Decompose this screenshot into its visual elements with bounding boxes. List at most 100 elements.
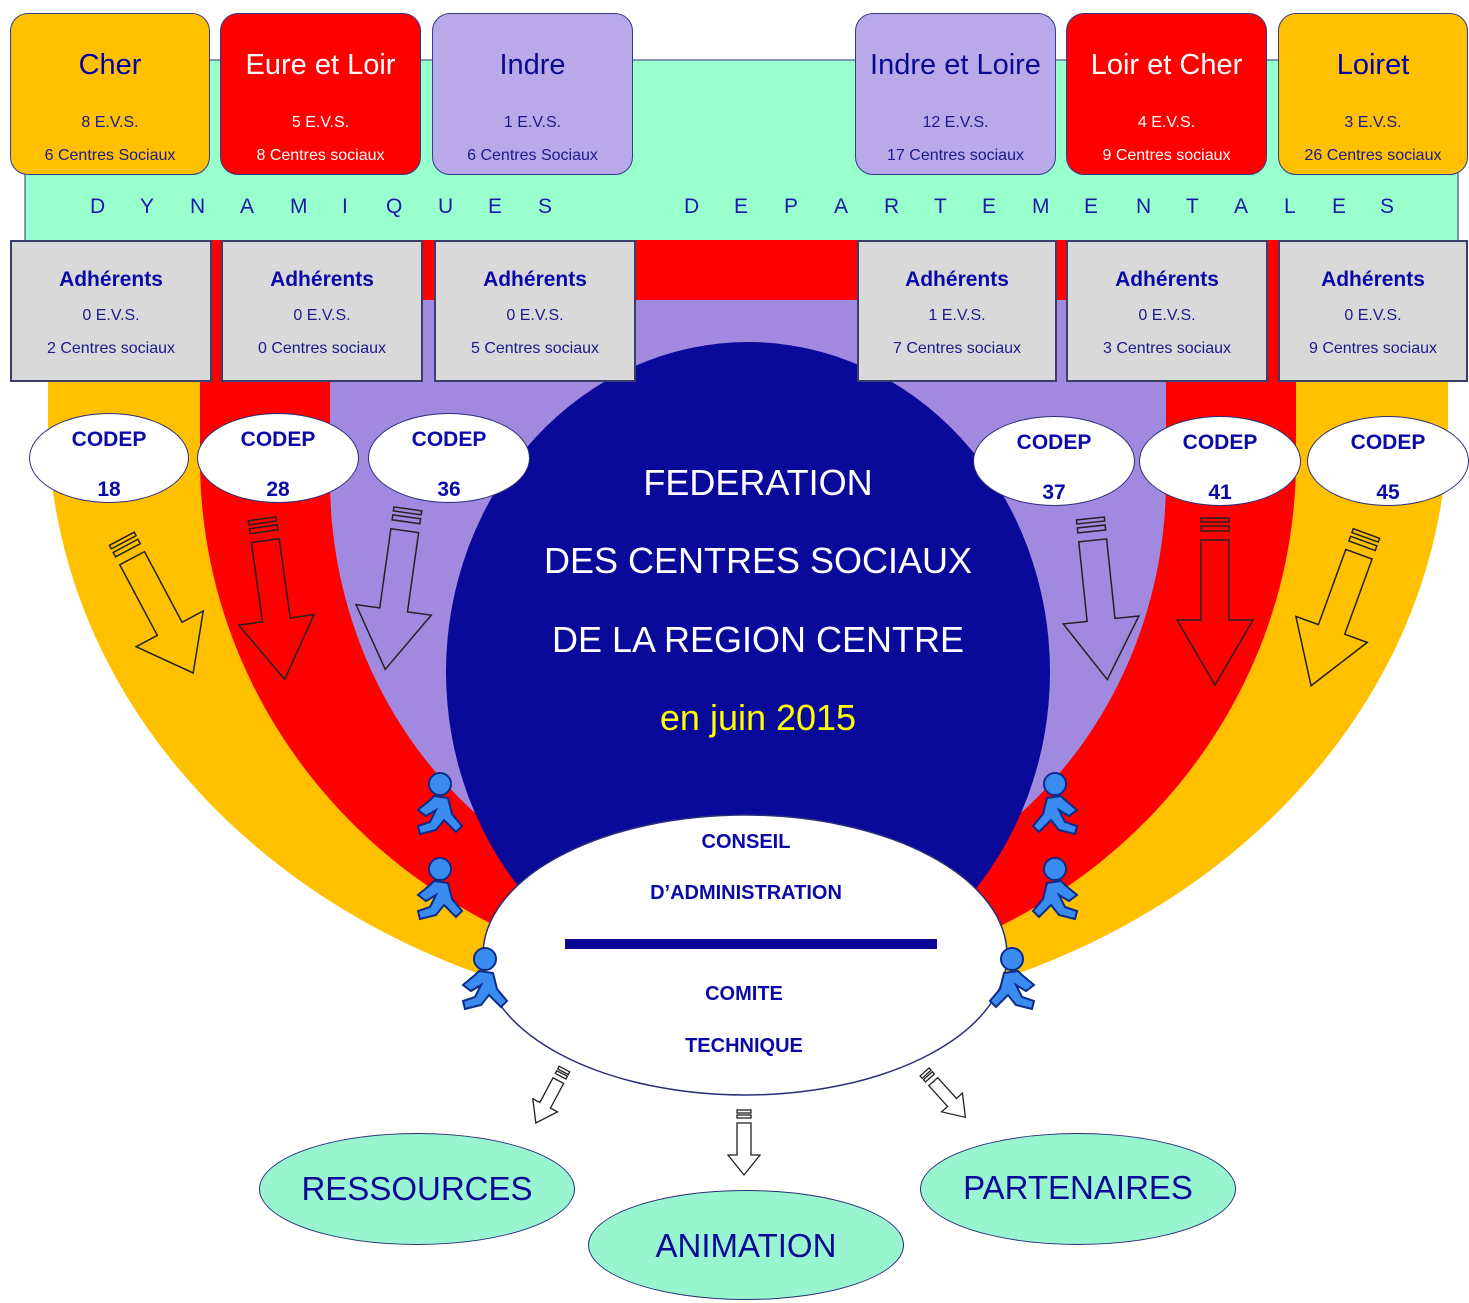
dept-name: Cher [78, 49, 142, 81]
dept-loiret: Loiret 3 E.V.S. 26 Centres sociaux [1278, 13, 1468, 175]
dept-name: Loir et Cher [1090, 49, 1243, 81]
dept-cher: Cher 8 E.V.S. 6 Centres Sociaux [10, 13, 210, 175]
dept-name: Loiret [1336, 49, 1410, 81]
band-letter: R [884, 195, 900, 218]
band-letter: T [1186, 195, 1199, 218]
codep-number: 28 [266, 478, 290, 501]
federation-circle [446, 342, 1050, 1002]
band-letter: T [934, 195, 947, 218]
codep-45: CODEP 45 [1307, 416, 1469, 506]
arrow-37 [1061, 516, 1141, 682]
adherents-title: Adhérents [1321, 268, 1425, 291]
arrow-28 [237, 516, 316, 681]
adherents-title: Adhérents [59, 268, 163, 291]
adherents-box-37: Adhérents 1 E.V.S. 7 Centres sociaux [857, 240, 1057, 382]
band-letter: E [734, 195, 749, 218]
codep-37: CODEP 37 [973, 416, 1135, 506]
band-letter: S [538, 195, 553, 218]
band-letter: Q [386, 195, 403, 218]
adherents-evs: 0 E.V.S. [82, 307, 140, 324]
band-letter: L [1284, 195, 1296, 218]
board-separator [565, 939, 937, 949]
adherents-box-28: Adhérents 0 E.V.S. 0 Centres sociaux [221, 240, 423, 382]
band-letter: E [1084, 195, 1099, 218]
adherents-centres: 9 Centres sociaux [1308, 340, 1438, 357]
dept-evs: 8 E.V.S. [81, 114, 139, 131]
arrow-36 [354, 506, 433, 671]
animation-ellipse: ANIMATION [588, 1190, 904, 1300]
dept-loir-et-cher: Loir et Cher 4 E.V.S. 9 Centres sociaux [1066, 13, 1267, 175]
band-letter: M [290, 195, 308, 218]
dept-evs: 12 E.V.S. [922, 114, 989, 131]
adherents-centres: 0 Centres sociaux [257, 340, 387, 357]
adherents-centres: 5 Centres sociaux [470, 340, 600, 357]
dept-name: Indre et Loire [870, 49, 1041, 81]
adherents-box-41: Adhérents 0 E.V.S. 3 Centres sociaux [1066, 240, 1268, 382]
board-conseil: CONSEIL [701, 831, 791, 853]
adherents-title: Adhérents [483, 268, 587, 291]
codep-number: 41 [1208, 481, 1232, 504]
federation-title-line2: DES CENTRES SOCIAUX [543, 540, 973, 581]
band-letter: A [834, 195, 849, 218]
arrow-animation [726, 1109, 762, 1177]
adherents-centres: 3 Centres sociaux [1102, 340, 1232, 357]
band-letter: E [1332, 195, 1347, 218]
adherents-centres: 2 Centres sociaux [46, 340, 176, 357]
board-technique: TECHNIQUE [685, 1035, 803, 1057]
partenaires-ellipse: PARTENAIRES [920, 1133, 1236, 1245]
codep-label: CODEP [71, 428, 147, 451]
arrow-41 [1175, 517, 1255, 687]
band-letter: D [684, 195, 700, 218]
band-letter: S [1380, 195, 1395, 218]
arrow-45 [1294, 527, 1381, 688]
band-letter: U [438, 195, 454, 218]
codep-label: CODEP [411, 428, 487, 451]
dept-indre: Indre 1 E.V.S. 6 Centres Sociaux [432, 13, 633, 175]
adherents-title: Adhérents [270, 268, 374, 291]
board-comite: COMITE [705, 983, 783, 1005]
dept-centres: 9 Centres sociaux [1102, 147, 1231, 164]
dept-centres: 17 Centres sociaux [887, 147, 1024, 164]
band-letter: I [342, 195, 348, 218]
codep-36: CODEP 36 [368, 413, 530, 503]
board-administration: D’ADMINISTRATION [650, 882, 842, 904]
federation-date: en juin 2015 [659, 697, 857, 738]
band-letter: E [488, 195, 503, 218]
dept-evs: 4 E.V.S. [1137, 114, 1196, 131]
adherents-centres: 7 Centres sociaux [892, 340, 1022, 357]
dept-indre-et-loire: Indre et Loire 12 E.V.S. 17 Centres soci… [855, 13, 1056, 175]
codep-number: 37 [1042, 481, 1066, 504]
band-letter: A [240, 195, 255, 218]
dept-centres: 6 Centres Sociaux [467, 147, 598, 164]
dept-centres: 8 Centres sociaux [256, 147, 385, 164]
codep-label: CODEP [1350, 431, 1426, 454]
dept-name: Indre [499, 49, 566, 81]
adherents-evs: 0 E.V.S. [1344, 307, 1402, 324]
band-letter: D [90, 195, 106, 218]
codep-41: CODEP 41 [1139, 416, 1301, 506]
codep-number: 45 [1376, 481, 1400, 504]
adherents-evs: 0 E.V.S. [1138, 307, 1196, 324]
band-letter: N [1136, 195, 1152, 218]
adherents-evs: 0 E.V.S. [293, 307, 351, 324]
codep-18: CODEP 18 [29, 413, 189, 503]
federation-title-line1: FEDERATION [643, 462, 873, 503]
adherents-evs: 0 E.V.S. [506, 307, 564, 324]
codep-label: CODEP [1016, 431, 1092, 454]
band-letter: N [190, 195, 206, 218]
adherents-title: Adhérents [1115, 268, 1219, 291]
dept-evs: 1 E.V.S. [503, 114, 562, 131]
dept-evs: 3 E.V.S. [1344, 114, 1402, 131]
animation-label: ANIMATION [655, 1227, 837, 1264]
adherents-evs: 1 E.V.S. [928, 307, 986, 324]
codep-label: CODEP [1182, 431, 1258, 454]
dept-centres: 26 Centres sociaux [1304, 147, 1442, 164]
ressources-label: RESSOURCES [301, 1170, 533, 1207]
federation-title-line3: DE LA REGION CENTRE [551, 619, 965, 660]
band-letter: Y [140, 195, 155, 218]
adherents-title: Adhérents [905, 268, 1009, 291]
dept-centres: 6 Centres Sociaux [44, 147, 176, 164]
adherents-box-45: Adhérents 0 E.V.S. 9 Centres sociaux [1278, 240, 1468, 382]
band-letter: A [1234, 195, 1249, 218]
dept-eure-et-loir: Eure et Loir 5 E.V.S. 8 Centres sociaux [220, 13, 421, 175]
